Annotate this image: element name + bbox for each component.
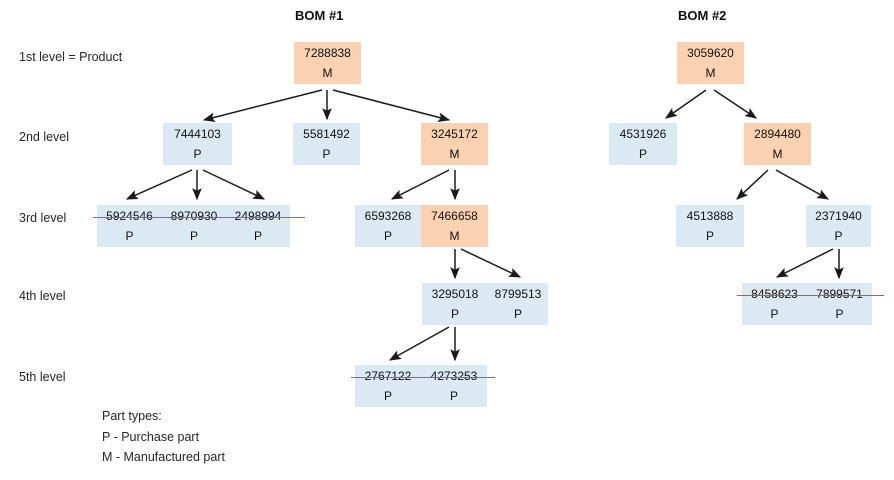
node-2498994[interactable]: 2498994 P xyxy=(226,205,290,247)
part-number: 7466658 xyxy=(431,208,478,223)
part-type: P xyxy=(125,228,134,243)
part-type: P xyxy=(450,306,459,321)
part-number: 2371940 xyxy=(815,208,862,223)
node-7899571[interactable]: 7899571 P xyxy=(807,283,872,325)
legend-manufactured: M - Manufactured part xyxy=(102,450,225,465)
part-number: 2894480 xyxy=(754,126,801,141)
part-type: P xyxy=(770,306,779,321)
part-type: P xyxy=(193,146,202,161)
node-7444103[interactable]: 7444103 P xyxy=(163,123,232,165)
level-label-3: 3rd level xyxy=(19,211,67,225)
strike-line-bom2-level4 xyxy=(737,295,884,296)
node-3059620[interactable]: 3059620 M xyxy=(677,42,744,84)
bom1-level3-group-a: 5924546 P 8970930 P 2498994 P xyxy=(97,205,290,247)
part-type: M xyxy=(449,228,460,243)
part-type: P xyxy=(383,228,392,243)
part-number: 7444103 xyxy=(174,126,221,141)
strike-line-bom1-level5 xyxy=(351,377,495,378)
node-7466658[interactable]: 7466658 M xyxy=(421,205,488,247)
node-3295018[interactable]: 3295018 P xyxy=(422,283,488,325)
bom1-level4-group: 3295018 P 8799513 P xyxy=(422,283,548,325)
node-8970930[interactable]: 8970930 P xyxy=(162,205,226,247)
part-number: 2498994 xyxy=(234,208,282,223)
part-number: 3295018 xyxy=(431,286,479,301)
part-type: P xyxy=(383,388,392,403)
part-number: 8458623 xyxy=(751,286,798,301)
node-3245172[interactable]: 3245172 M xyxy=(421,123,488,165)
bom2-level2-group-b: 2894480 M xyxy=(744,123,811,165)
part-number: 5581492 xyxy=(303,126,350,141)
node-5924546[interactable]: 5924546 P xyxy=(97,205,162,247)
part-type: P xyxy=(513,306,522,321)
node-8458623[interactable]: 8458623 P xyxy=(742,283,807,325)
bom2-level3-group-a: 4513888 P xyxy=(676,205,744,247)
part-type: M xyxy=(322,65,333,80)
part-number: 3059620 xyxy=(687,45,734,60)
part-number: 8970930 xyxy=(170,208,218,223)
bom1-level3-group-b: 6593268 P 7466658 M xyxy=(355,205,488,247)
node-2371940[interactable]: 2371940 P xyxy=(806,205,871,247)
part-number: 7288838 xyxy=(304,45,351,60)
bom2-level3-group-b: 2371940 P xyxy=(806,205,871,247)
bom2-level2-group-a: 4531926 P xyxy=(609,123,677,165)
part-number: 4273253 xyxy=(430,368,478,383)
part-number: 4531926 xyxy=(619,126,667,141)
part-number: 5924546 xyxy=(106,208,153,223)
node-4531926[interactable]: 4531926 P xyxy=(609,123,677,165)
bom2-level4-group: 8458623 P 7899571 P xyxy=(742,283,872,325)
node-8799513[interactable]: 8799513 P xyxy=(488,283,548,325)
part-type: P xyxy=(253,228,262,243)
level-label-2: 2nd level xyxy=(19,130,70,144)
part-number: 3245172 xyxy=(431,126,478,141)
part-type: M xyxy=(772,146,783,161)
bom2-title: BOM #2 xyxy=(678,8,727,23)
strike-line-bom1-level3 xyxy=(93,217,305,218)
legend-purchase: P - Purchase part xyxy=(102,429,200,444)
part-number: 2767122 xyxy=(364,368,412,383)
part-type: P xyxy=(834,228,843,243)
bom1-level1-group: 7288838 M xyxy=(294,42,361,84)
part-type: P xyxy=(638,146,647,161)
bom1-level2-group-c: 3245172 M xyxy=(421,123,488,165)
level-label-4: 4th level xyxy=(19,289,66,303)
node-5581492[interactable]: 5581492 P xyxy=(293,123,360,165)
part-type: M xyxy=(449,146,460,161)
node-7288838[interactable]: 7288838 M xyxy=(294,42,361,84)
bom2-level1-group: 3059620 M xyxy=(677,42,744,84)
legend-heading: Part types: xyxy=(102,409,162,423)
level-label-5: 5th level xyxy=(19,370,66,384)
level-label-1: 1st level = Product xyxy=(19,50,123,64)
bom1-title: BOM #1 xyxy=(295,8,344,23)
part-type: P xyxy=(835,306,844,321)
part-type: P xyxy=(449,388,458,403)
legend: Part types: P - Purchase part M - Manufa… xyxy=(102,406,225,468)
bom1-level2-group-b: 5581492 P xyxy=(293,123,360,165)
part-number: 6593268 xyxy=(364,208,412,223)
node-2767122[interactable]: 2767122 P xyxy=(355,365,421,407)
node-4273253[interactable]: 4273253 P xyxy=(421,365,487,407)
part-type: P xyxy=(322,146,331,161)
part-number: 4513888 xyxy=(686,208,734,223)
node-2894480[interactable]: 2894480 M xyxy=(744,123,811,165)
bom1-level5-group: 2767122 P 4273253 P xyxy=(355,365,487,407)
part-type: P xyxy=(189,228,198,243)
part-number: 8799513 xyxy=(494,286,542,301)
part-number: 7899571 xyxy=(816,286,863,301)
part-type: P xyxy=(705,228,714,243)
node-6593268[interactable]: 6593268 P xyxy=(355,205,421,247)
part-type: M xyxy=(705,65,716,80)
bom1-level2-group-a: 7444103 P xyxy=(163,123,232,165)
node-4513888[interactable]: 4513888 P xyxy=(676,205,744,247)
